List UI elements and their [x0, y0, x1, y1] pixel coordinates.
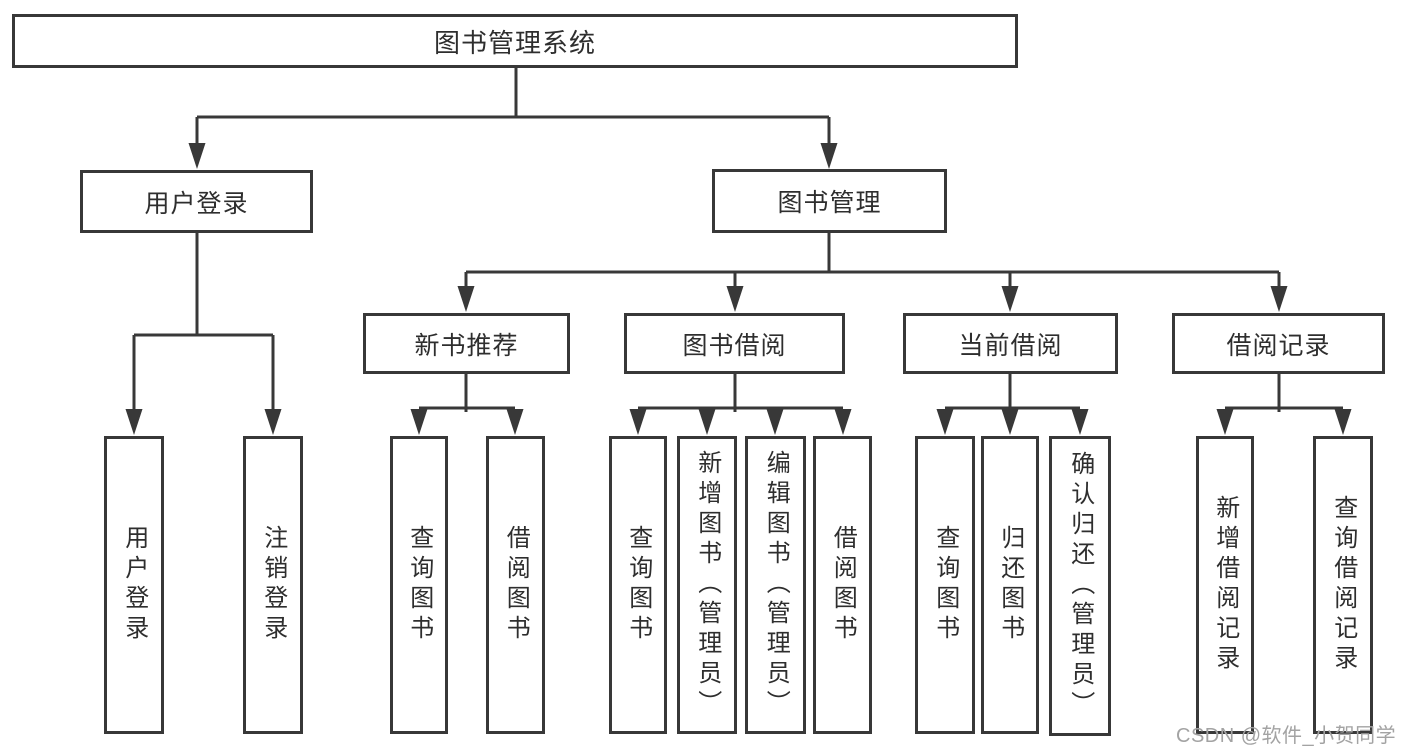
leaf-query-borrow-record: 查询借阅记录: [1313, 436, 1373, 734]
leaf-query-books-recommend: 查询图书: [390, 436, 448, 734]
leaf-add-borrow-record: 新增借阅记录: [1196, 436, 1254, 734]
leaf-query-books-current: 查询图书: [915, 436, 975, 734]
node-new-book-recommend: 新书推荐: [363, 313, 570, 374]
leaf-return-book: 归还图书: [981, 436, 1039, 734]
leaf-borrow-books-borrow: 借阅图书: [813, 436, 872, 734]
leaf-confirm-return-admin: 确认归还（管理员）: [1049, 436, 1111, 736]
leaf-edit-book-admin: 编辑图书（管理员）: [745, 436, 806, 734]
node-user-login: 用户登录: [80, 170, 313, 233]
node-current-borrow: 当前借阅: [903, 313, 1118, 374]
node-root: 图书管理系统: [12, 14, 1018, 68]
leaf-borrow-books-recommend: 借阅图书: [486, 436, 545, 734]
leaf-user-login: 用户登录: [104, 436, 164, 734]
watermark: CSDN @软件_小贺同学: [1176, 725, 1397, 747]
node-borrow-records: 借阅记录: [1172, 313, 1385, 374]
leaf-query-books-borrow: 查询图书: [609, 436, 667, 734]
node-book-borrow: 图书借阅: [624, 313, 845, 374]
node-book-management: 图书管理: [712, 169, 947, 233]
leaf-add-book-admin: 新增图书（管理员）: [677, 436, 737, 734]
leaf-logout: 注销登录: [243, 436, 303, 734]
